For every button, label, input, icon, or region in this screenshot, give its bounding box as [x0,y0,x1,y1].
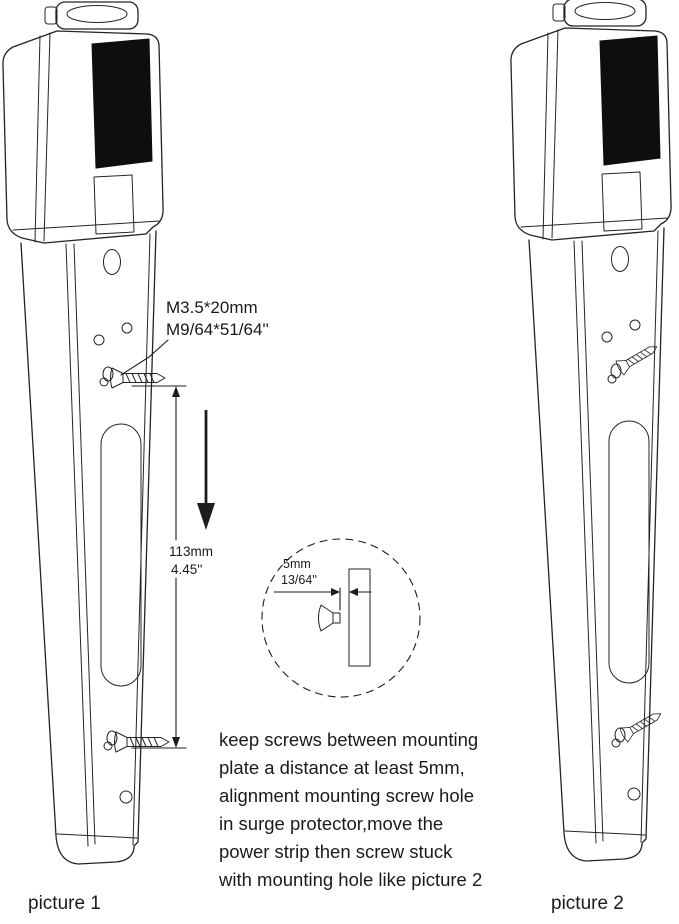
screw-spec-label: M3.5*20mm M9/64*51/64'' [120,298,269,376]
distance-dimension: 113mm 4.45'' [131,385,213,749]
distance-metric: 113mm [169,544,213,559]
mounting-screw-bottom-right [618,706,666,743]
instruction-text: keep screws between mounting plate a dis… [219,729,483,890]
detail-view: 5mm 13/64'' [261,538,421,698]
down-arrow [197,410,215,530]
detail-gap-metric: 5mm [283,557,311,571]
screw-spec-imperial: M9/64*51/64'' [166,320,269,339]
detail-circle [261,538,421,698]
detail-arrow-right [331,588,340,596]
caption-picture-1: picture 1 [28,893,101,914]
detail-gap-imperial: 13/64'' [281,573,317,587]
down-arrow-head [197,503,215,530]
screw-spec-leader-line [120,339,169,376]
dimension-arrow-down [172,737,180,748]
distance-imperial: 4.45'' [171,562,202,577]
caption-picture-2: picture 2 [551,893,624,914]
detail-arrow-left [349,588,358,596]
detail-screw-head [318,604,334,632]
surge-protector-picture-1 [2,1,164,865]
dimension-arrow-up [172,386,180,397]
mounting-plate-section [348,568,371,667]
detail-screw-tip [332,612,341,624]
mounting-screw-top-left [110,367,166,389]
screw-spec-metric: M3.5*20mm [166,298,258,317]
